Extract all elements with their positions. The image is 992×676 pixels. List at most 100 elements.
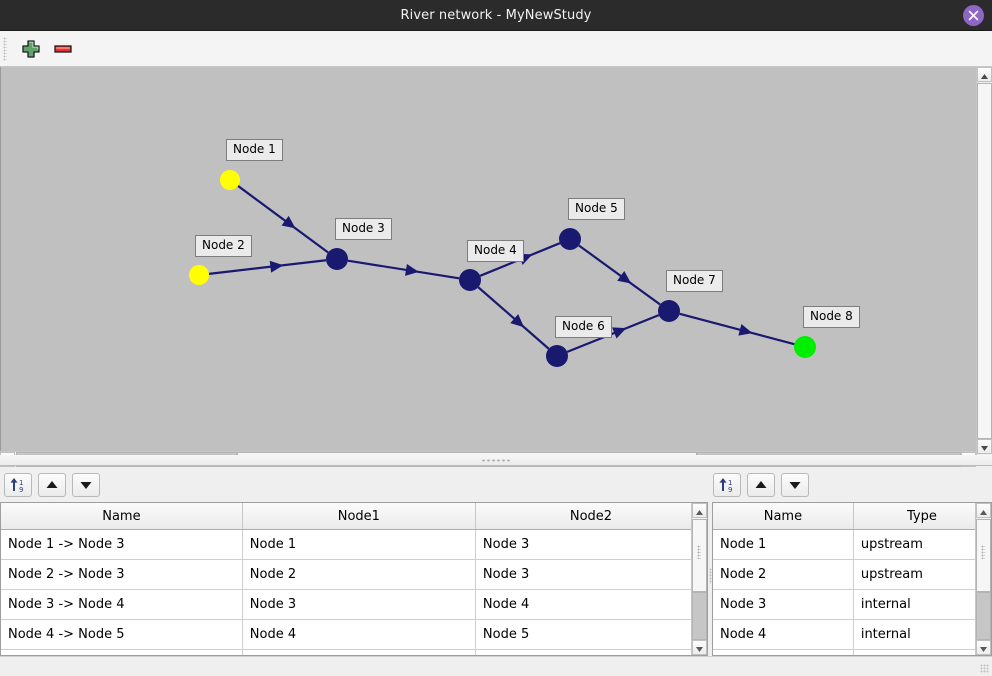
graph-edge[interactable]	[578, 244, 661, 306]
column-header[interactable]: Node2	[475, 503, 707, 530]
graph-node[interactable]	[189, 265, 209, 285]
graph-node-label[interactable]: Node 2	[195, 235, 252, 257]
add-plus-glyph	[22, 40, 40, 58]
graph-vertical-scrollbar[interactable]	[976, 67, 992, 455]
graph-scroll-down-button[interactable]	[977, 439, 992, 454]
graph-node-label[interactable]: Node 7	[666, 270, 723, 292]
table-cell[interactable]: Node 2 -> Node 3	[1, 559, 243, 590]
main-toolbar	[0, 31, 992, 67]
graph-canvas[interactable]	[1, 67, 977, 439]
graph-edge-arrow	[738, 323, 753, 336]
table-cell[interactable]: upstream	[853, 529, 991, 560]
tables-splitter-grip[interactable]	[709, 568, 712, 584]
table-cell[interactable]: Node 2	[242, 559, 476, 590]
table-cell[interactable]	[242, 649, 476, 655]
graph-node[interactable]	[658, 300, 680, 322]
reaches-scroll-down-button[interactable]	[692, 640, 707, 655]
graph-node[interactable]	[794, 336, 816, 358]
column-header[interactable]: Node1	[242, 503, 476, 530]
graph-node[interactable]	[459, 269, 481, 291]
table-cell[interactable]: internal	[853, 619, 991, 650]
reaches-vertical-scrollbar[interactable]	[691, 503, 707, 655]
graph-node[interactable]	[559, 228, 581, 250]
table-cell[interactable]: Node 3	[475, 529, 707, 560]
panel-splitter[interactable]	[0, 455, 992, 466]
graph-node-label[interactable]: Node 1	[226, 139, 283, 161]
move-down-icon[interactable]	[781, 473, 809, 497]
table-cell[interactable]: Node 4 -> Node 5	[1, 619, 243, 650]
sort-ascending-icon[interactable]: 1 9	[713, 473, 741, 497]
column-header[interactable]: Name	[713, 503, 854, 530]
table-cell[interactable]: Node 4	[475, 589, 707, 620]
graph-edge-arrow	[269, 260, 284, 273]
graph-scroll-up-button[interactable]	[977, 67, 992, 82]
reaches-vscroll-track[interactable]	[692, 592, 707, 640]
graph-edge[interactable]	[566, 314, 660, 353]
title-bar: River network - MyNewStudy	[0, 0, 992, 31]
table-cell[interactable]: Node 2	[713, 559, 854, 590]
graph-node[interactable]	[546, 345, 568, 367]
table-cell[interactable]: upstream	[853, 559, 991, 590]
splitter-grip[interactable]	[481, 459, 511, 462]
graph-edge[interactable]	[237, 185, 329, 254]
graph-vscroll-thumb[interactable]	[977, 83, 992, 439]
graph-edge[interactable]	[679, 312, 795, 346]
graph-node[interactable]	[326, 248, 348, 270]
graph-node-label[interactable]: Node 5	[568, 198, 625, 220]
table-cell[interactable]: Node 4	[242, 619, 476, 650]
graph-edge[interactable]	[347, 259, 460, 280]
graph-node-label[interactable]: Node 3	[335, 218, 392, 240]
graph-edge[interactable]	[477, 286, 550, 350]
svg-text:1: 1	[728, 479, 732, 487]
table-cell[interactable]: internal	[853, 589, 991, 620]
river-network-graph[interactable]: Node 1 Node 2 Node 3 Node 4 Node 5 Node 6 Node…	[0, 67, 992, 455]
graph-node-label[interactable]: Node 8	[803, 306, 860, 328]
table-cell[interactable]: Node 1	[713, 529, 854, 560]
add-plus-icon[interactable]	[20, 39, 42, 59]
toolbar-drag-handle[interactable]	[3, 37, 7, 61]
table-cell[interactable]: Node 3	[713, 589, 854, 620]
sort-ascending-icon[interactable]: 1 9	[4, 473, 32, 497]
table-cell[interactable]: Node 3 -> Node 4	[1, 589, 243, 620]
nodes-scroll-up-button[interactable]	[976, 503, 991, 518]
graph-edge[interactable]	[208, 259, 327, 275]
move-down-icon[interactable]	[72, 473, 100, 497]
delete-minus-icon[interactable]	[52, 39, 74, 59]
table-cell[interactable]: Node 3	[242, 589, 476, 620]
move-up-icon[interactable]	[747, 473, 775, 497]
table-cell[interactable]: Node 1	[242, 529, 476, 560]
table-cell[interactable]: Node 1 -> Node 3	[1, 529, 243, 560]
close-icon[interactable]	[963, 5, 984, 26]
column-header[interactable]: Name	[1, 503, 243, 530]
nodes-vertical-scrollbar[interactable]	[975, 503, 991, 655]
move-up-icon[interactable]	[38, 473, 66, 497]
table-cell[interactable]: Node 3	[475, 559, 707, 590]
nodes-vscroll-track[interactable]	[976, 592, 991, 640]
reaches-scroll-up-button[interactable]	[692, 503, 707, 518]
table-cell[interactable]: Node 5	[475, 619, 707, 650]
column-header[interactable]: Type	[853, 503, 991, 530]
resize-grip[interactable]	[980, 664, 989, 673]
nodes-scroll-down-button[interactable]	[976, 640, 991, 655]
table-cell[interactable]	[1, 649, 243, 655]
graph-node-label[interactable]: Node 4	[467, 240, 524, 262]
chevron-down-icon	[980, 647, 987, 652]
graph-node-label[interactable]: Node 6	[555, 316, 612, 338]
table-cell[interactable]	[713, 649, 854, 655]
graph-node[interactable]	[220, 170, 240, 190]
table-cell[interactable]: Node 4	[713, 619, 854, 650]
